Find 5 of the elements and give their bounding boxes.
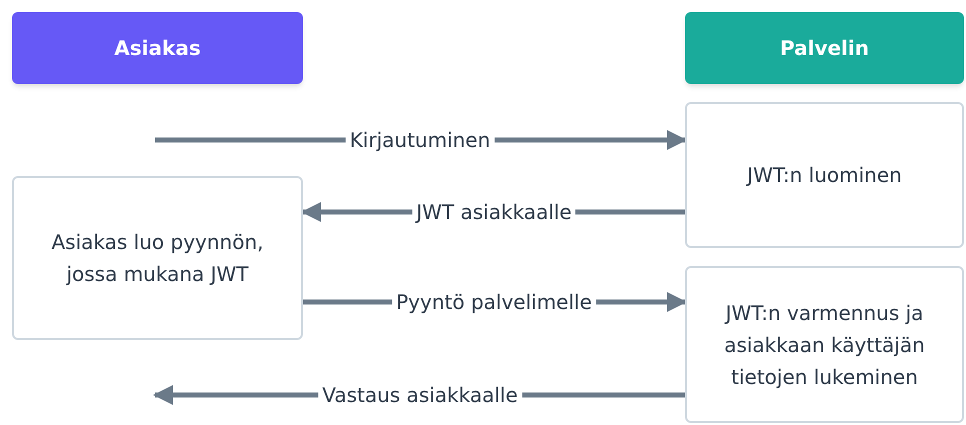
- process-box: Asiakas luo pyynnön, jossa mukana JWT: [12, 176, 303, 340]
- lane-header: Asiakas: [12, 12, 303, 84]
- process-box: JWT:n varmennus ja asiakkaan käyttäjän tietojen lukeminen: [685, 266, 964, 423]
- lane-header: Palvelin: [685, 12, 964, 84]
- process-box: JWT:n luominen: [685, 102, 964, 248]
